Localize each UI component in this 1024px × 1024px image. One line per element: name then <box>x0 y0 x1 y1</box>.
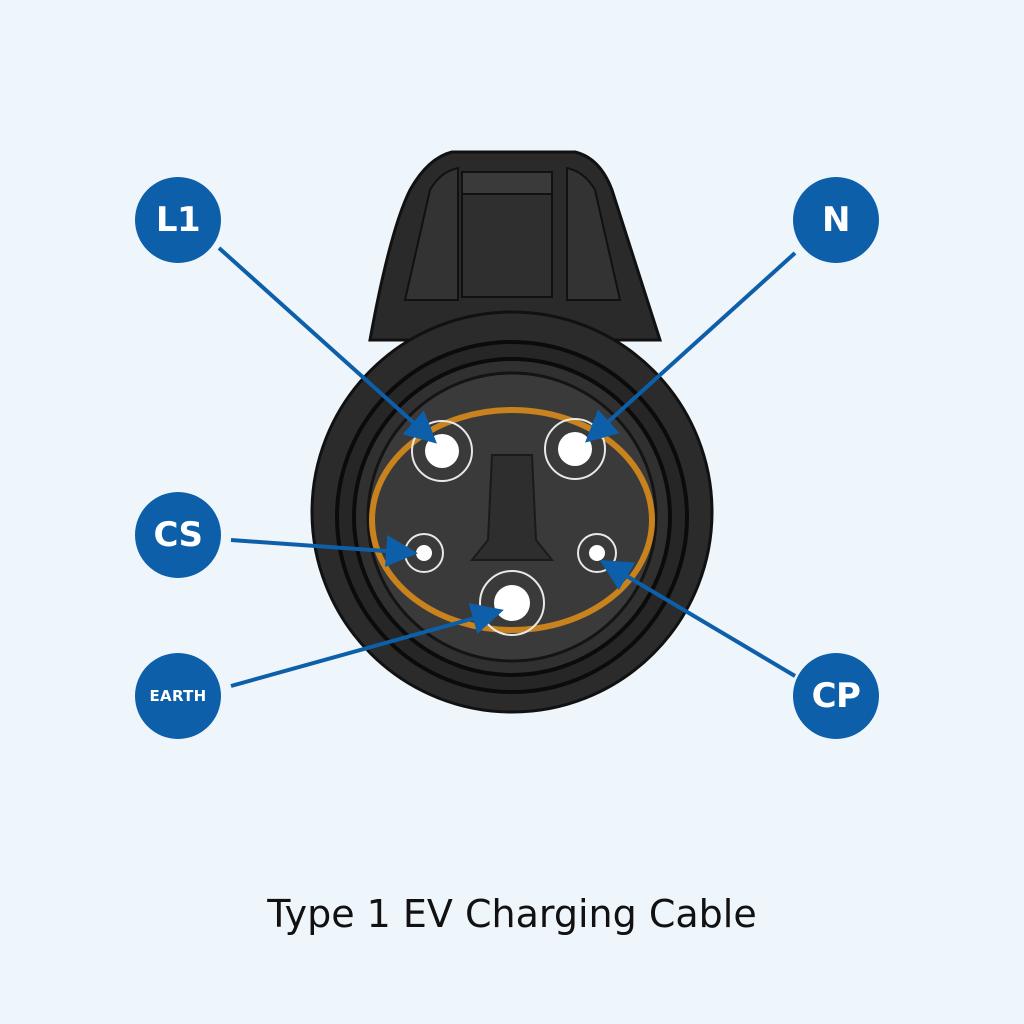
label-badge-earth: EARTH <box>135 653 221 739</box>
arrow-l1 <box>217 246 437 444</box>
pin-cp-ring <box>577 533 617 573</box>
connector-body <box>310 150 714 714</box>
label-n-text: N <box>822 200 850 240</box>
label-badge-n: N <box>793 177 879 263</box>
arrow-cp <box>599 559 797 678</box>
arrow-n <box>585 251 797 443</box>
pin-cs <box>416 545 432 561</box>
keying-slot <box>469 454 555 561</box>
handle-ridge-left <box>403 166 459 301</box>
pin-cp <box>589 545 605 561</box>
diagram-title: Type 1 EV Charging Cable <box>267 892 757 936</box>
label-badge-l1: L1 <box>135 177 221 263</box>
arrow-cs <box>230 535 418 567</box>
leader-arrows <box>217 246 797 688</box>
pin-earth-ring <box>479 570 545 636</box>
pin-n <box>558 432 592 466</box>
label-l1-text: L1 <box>155 200 201 240</box>
label-badge-cs: CS <box>135 492 221 578</box>
handle-latch <box>461 191 553 298</box>
label-badge-cp: CP <box>793 653 879 739</box>
label-cp-text: CP <box>811 676 861 716</box>
pin-n-ring <box>544 418 606 480</box>
label-earth-text: EARTH <box>149 687 207 705</box>
arrow-earth <box>230 603 504 688</box>
seal-ring <box>369 407 655 633</box>
pin-l1-ring <box>411 420 473 482</box>
handle-ridge-right <box>566 166 622 301</box>
pin-earth <box>494 585 530 621</box>
label-cs-text: CS <box>153 515 203 555</box>
handle-latch-top <box>461 171 553 195</box>
